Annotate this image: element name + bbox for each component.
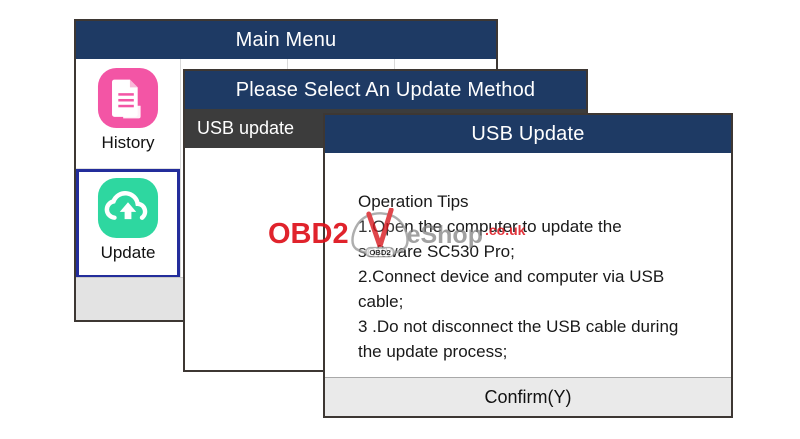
history-document-icon: [97, 67, 159, 129]
menu-item-label: History: [101, 133, 155, 152]
menu-item-label: Update: [100, 243, 156, 262]
tips-line: software SC530 Pro;: [358, 242, 515, 261]
main-menu-titlebar: Main Menu: [76, 21, 496, 59]
cloud-upload-icon: [97, 177, 159, 239]
tips-line: 3 .Do not disconnect the USB cable durin…: [358, 317, 679, 336]
list-item-label: USB update: [197, 118, 295, 138]
update-method-title: Please Select An Update Method: [235, 78, 536, 101]
confirm-button[interactable]: Confirm(Y): [325, 377, 731, 416]
grid-separator: [180, 59, 181, 278]
main-menu-title: Main Menu: [235, 28, 337, 51]
operation-tips-text: Operation Tips 1.Open the computer to up…: [325, 153, 731, 377]
tips-line: 2.Connect device and computer via USB: [358, 267, 665, 286]
usb-update-titlebar: USB Update: [325, 115, 731, 153]
tips-line: 1.Open the computer to update the: [358, 217, 622, 236]
tips-line: the update process;: [358, 342, 508, 361]
confirm-button-label: Confirm(Y): [484, 386, 572, 407]
update-method-titlebar: Please Select An Update Method: [185, 71, 586, 109]
menu-item-update[interactable]: Update: [76, 169, 180, 278]
usb-update-title: USB Update: [471, 122, 585, 145]
tips-line: Operation Tips: [358, 192, 469, 211]
usb-update-window: USB Update Operation Tips 1.Open the com…: [323, 113, 733, 418]
tips-line: cable;: [358, 292, 404, 311]
menu-item-history[interactable]: History: [76, 59, 180, 169]
